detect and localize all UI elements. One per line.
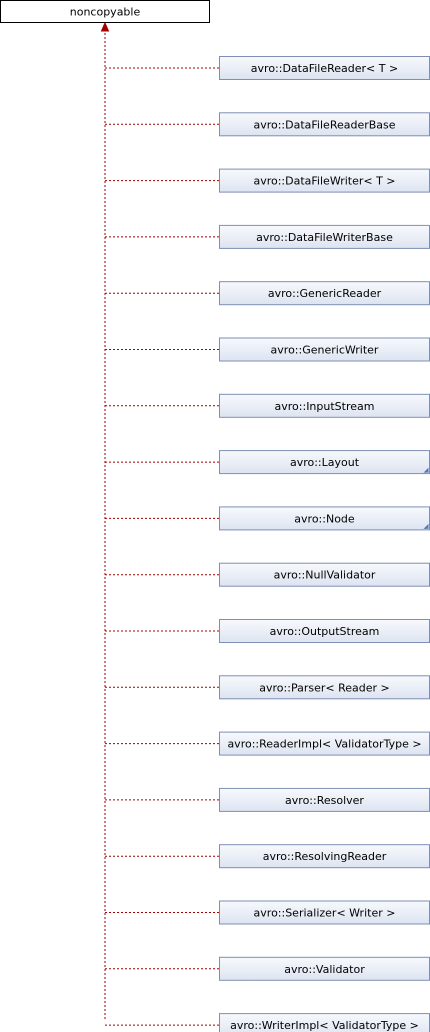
child-node-label: avro::ReaderImpl< ValidatorType > xyxy=(227,738,421,751)
child-node-label: avro::OutputStream xyxy=(270,625,380,638)
child-node[interactable]: avro::DataFileReader< T > xyxy=(219,56,430,80)
child-node-label: avro::DataFileReader< T > xyxy=(251,62,398,75)
child-node[interactable]: avro::Validator xyxy=(219,956,430,981)
child-node[interactable]: avro::GenericReader xyxy=(219,281,430,306)
child-node[interactable]: avro::DataFileReaderBase xyxy=(219,112,430,137)
root-node-box xyxy=(0,0,210,23)
child-node[interactable]: avro::InputStream xyxy=(219,393,430,418)
child-node[interactable]: avro::NullValidator xyxy=(219,562,430,587)
inheritance-arrowhead xyxy=(100,21,110,32)
child-node[interactable]: avro::DataFileWriterBase xyxy=(219,224,430,249)
child-node-label: avro::GenericReader xyxy=(268,287,382,300)
child-node[interactable]: avro::GenericWriter xyxy=(219,337,430,362)
child-node-label: avro::Layout xyxy=(290,456,360,469)
child-node[interactable]: avro::Layout xyxy=(219,450,430,475)
more-subclasses-marker xyxy=(423,467,429,473)
child-node-label: avro::Resolver xyxy=(285,794,364,807)
child-node-label: avro::Parser< Reader > xyxy=(259,681,389,694)
child-node[interactable]: avro::Parser< Reader > xyxy=(219,675,430,700)
child-node-label: avro::DataFileWriter< T > xyxy=(253,175,395,188)
child-node-label: avro::InputStream xyxy=(275,400,375,413)
more-subclasses-marker xyxy=(423,523,429,529)
child-node[interactable]: avro::OutputStream xyxy=(219,619,430,643)
child-node-label: avro::DataFileReaderBase xyxy=(253,118,395,131)
child-node[interactable]: avro::Node xyxy=(219,506,430,531)
child-node-label: avro::Serializer< Writer > xyxy=(254,907,396,920)
child-node[interactable]: avro::ReaderImpl< ValidatorType > xyxy=(219,731,430,756)
root-node[interactable]: noncopyable xyxy=(0,0,210,23)
child-node[interactable]: avro::WriterImpl< ValidatorType > xyxy=(219,1013,430,1032)
child-nodes: avro::DataFileReader< T >avro::DataFileR… xyxy=(105,56,430,1032)
child-node-label: avro::Validator xyxy=(284,963,365,976)
child-node-label: avro::DataFileWriterBase xyxy=(256,231,393,244)
child-node[interactable]: avro::Serializer< Writer > xyxy=(219,900,430,925)
child-node[interactable]: avro::DataFileWriter< T > xyxy=(219,168,430,193)
child-node-label: avro::WriterImpl< ValidatorType > xyxy=(230,1019,419,1032)
child-node[interactable]: avro::Resolver xyxy=(219,787,430,812)
child-node-label: avro::ResolvingReader xyxy=(263,850,387,863)
child-node[interactable]: avro::ResolvingReader xyxy=(219,844,430,869)
child-node-label: avro::NullValidator xyxy=(274,569,376,582)
child-node-label: avro::GenericWriter xyxy=(271,344,379,357)
child-node-label: avro::Node xyxy=(294,512,355,525)
root-node-label: noncopyable xyxy=(70,6,141,19)
